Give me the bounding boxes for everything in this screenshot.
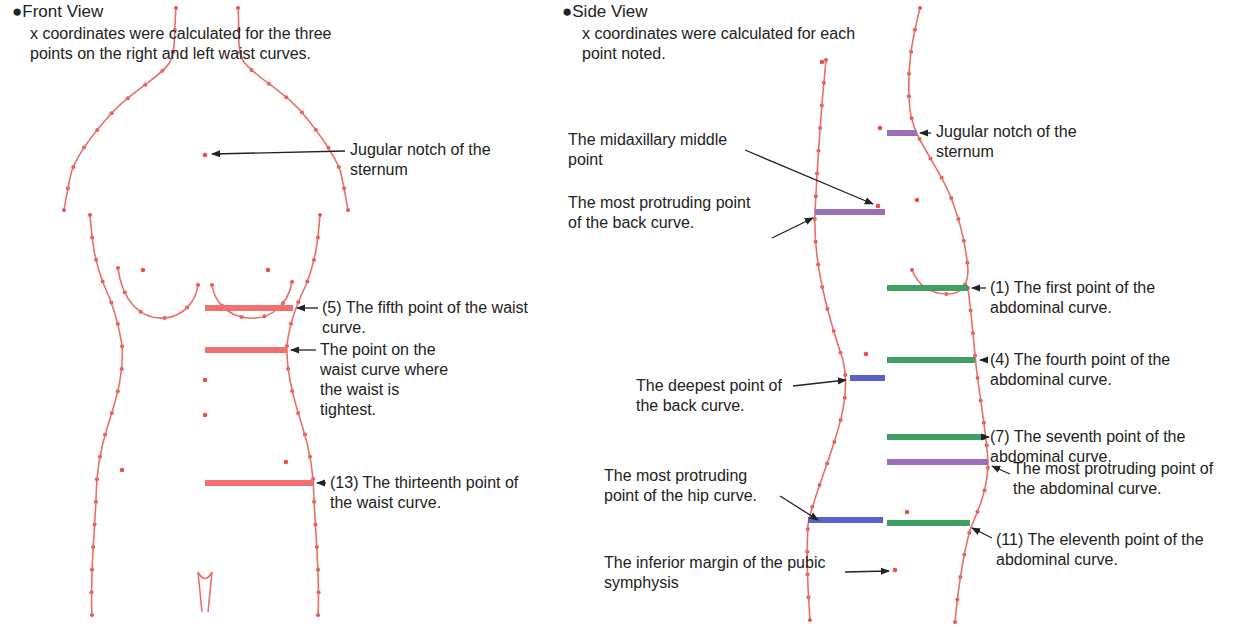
annotation-label: The most protruding point of the abdomin…	[1013, 459, 1233, 499]
panel-heading: ●Front View	[12, 2, 212, 22]
annotation-label: x coordinates were calculated for each p…	[582, 24, 882, 64]
annotation-label: (1) The first point of the abdominal cur…	[990, 278, 1230, 318]
curve-dot	[210, 280, 294, 319]
measurement-bar	[205, 130, 988, 526]
annotation-label: The midaxillary middle point	[568, 130, 748, 170]
annotation-label: The deepest point of the back curve.	[636, 376, 796, 416]
leader-arrow	[212, 133, 1010, 572]
annotation-label: The most protruding point of the back cu…	[568, 193, 768, 233]
curve-dot	[285, 213, 322, 617]
annotation-label: Jugular notch of the sternum	[350, 140, 520, 180]
landmark-dot	[120, 60, 920, 573]
curve-dot	[116, 266, 200, 320]
annotation-label: (5) The fifth point of the waist curve.	[322, 298, 542, 338]
annotation-label: The inferior margin of the pubic symphys…	[604, 553, 844, 593]
annotation-label: (13) The thirteenth point of the waist c…	[330, 473, 530, 513]
body-outline	[64, 8, 988, 622]
panel-heading: ●Side View	[562, 2, 762, 22]
annotation-label: Jugular notch of the sternum	[936, 122, 1116, 162]
curve-dot	[953, 286, 990, 624]
curve-dot	[805, 58, 847, 622]
annotation-label: The most protruding point of the hip cur…	[604, 466, 784, 506]
annotation-label: (11) The eleventh point of the abdominal…	[996, 530, 1236, 570]
annotation-label: The point on the waist curve where the w…	[320, 340, 450, 420]
annotation-label: (4) The fourth point of the abdominal cu…	[990, 350, 1230, 390]
annotation-label: x coordinates were calculated for the th…	[30, 24, 350, 64]
